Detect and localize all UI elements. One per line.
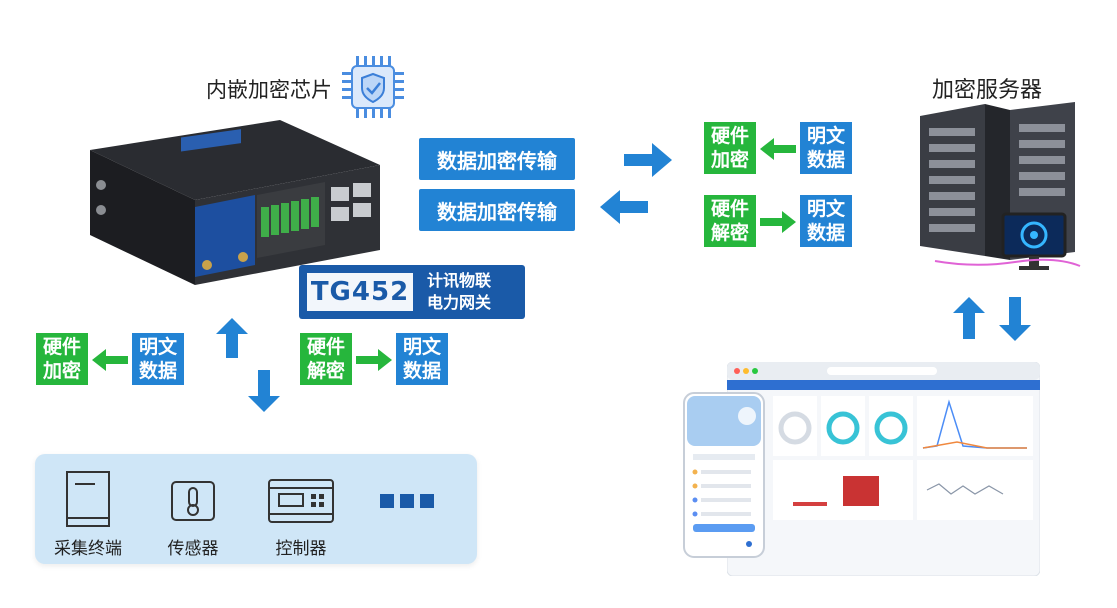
model-subtitle-line2: 电力网关	[427, 293, 492, 312]
tag-line: 解密	[306, 360, 345, 382]
sensor-icon	[171, 481, 215, 521]
model-badge: TG452 计讯物联 电力网关	[299, 265, 525, 319]
chip-shield-icon	[342, 56, 404, 118]
left-hw-encrypt-tag: 硬件加密	[36, 333, 88, 385]
tag-line: 硬件	[710, 198, 749, 220]
arrow-down-icon	[999, 297, 1031, 341]
arrow-up-icon	[216, 318, 248, 358]
device-label-controller: 控制器	[275, 539, 327, 559]
server-illustration	[920, 102, 1081, 270]
arrow-right-icon	[624, 143, 672, 177]
model-subtitle-line1: 计讯物联	[427, 271, 492, 290]
right-plain-data-tag-2: 明文数据	[800, 195, 852, 247]
device-label-terminal: 采集终端	[54, 539, 122, 559]
phone-illustration	[683, 392, 765, 558]
terminal-icon	[66, 471, 110, 527]
tag-line: 数据	[138, 360, 177, 382]
devices-panel: 采集终端 传感器 控制器	[35, 454, 477, 564]
arrow-right-small-icon	[760, 211, 796, 233]
tag-line: 数据	[806, 222, 845, 244]
chip-label: 内嵌加密芯片	[206, 78, 332, 102]
device-label-sensor: 传感器	[167, 539, 219, 559]
tag-line: 明文	[806, 198, 845, 220]
arrow-left-small-icon	[92, 349, 128, 371]
left-hw-decrypt-tag: 硬件解密	[300, 333, 352, 385]
right-plain-data-tag-1: 明文数据	[800, 122, 852, 174]
tag-line: 数据	[806, 149, 845, 171]
tag-line: 明文	[806, 125, 845, 147]
tag-line: 加密	[710, 149, 749, 171]
controller-icon	[268, 479, 334, 523]
tag-line: 硬件	[710, 125, 749, 147]
arrow-right-small-icon	[356, 349, 392, 371]
right-hw-decrypt-tag: 硬件解密	[704, 195, 756, 247]
tag-line: 明文	[402, 336, 441, 358]
banner-encrypt-bottom: 数据加密传输	[419, 189, 575, 231]
arrow-left-icon	[600, 190, 648, 224]
tag-line: 加密	[42, 360, 81, 382]
server-label: 加密服务器	[932, 78, 1043, 103]
more-icon	[380, 494, 434, 508]
tag-line: 硬件	[42, 336, 81, 358]
left-plain-data-tag-2: 明文数据	[396, 333, 448, 385]
model-subtitle: 计讯物联 电力网关	[427, 270, 519, 314]
left-plain-data-tag-1: 明文数据	[132, 333, 184, 385]
dashboard-illustration	[727, 362, 1040, 576]
arrow-down-icon	[248, 370, 280, 412]
tag-line: 明文	[138, 336, 177, 358]
arrow-left-small-icon	[760, 138, 796, 160]
model-name: TG452	[307, 273, 413, 311]
tag-line: 数据	[402, 360, 441, 382]
arrow-up-icon	[953, 297, 985, 339]
gateway-device-illustration	[90, 120, 380, 285]
right-hw-encrypt-tag: 硬件加密	[704, 122, 756, 174]
tag-line: 解密	[710, 222, 749, 244]
tag-line: 硬件	[306, 336, 345, 358]
banner-encrypt-top: 数据加密传输	[419, 138, 575, 180]
